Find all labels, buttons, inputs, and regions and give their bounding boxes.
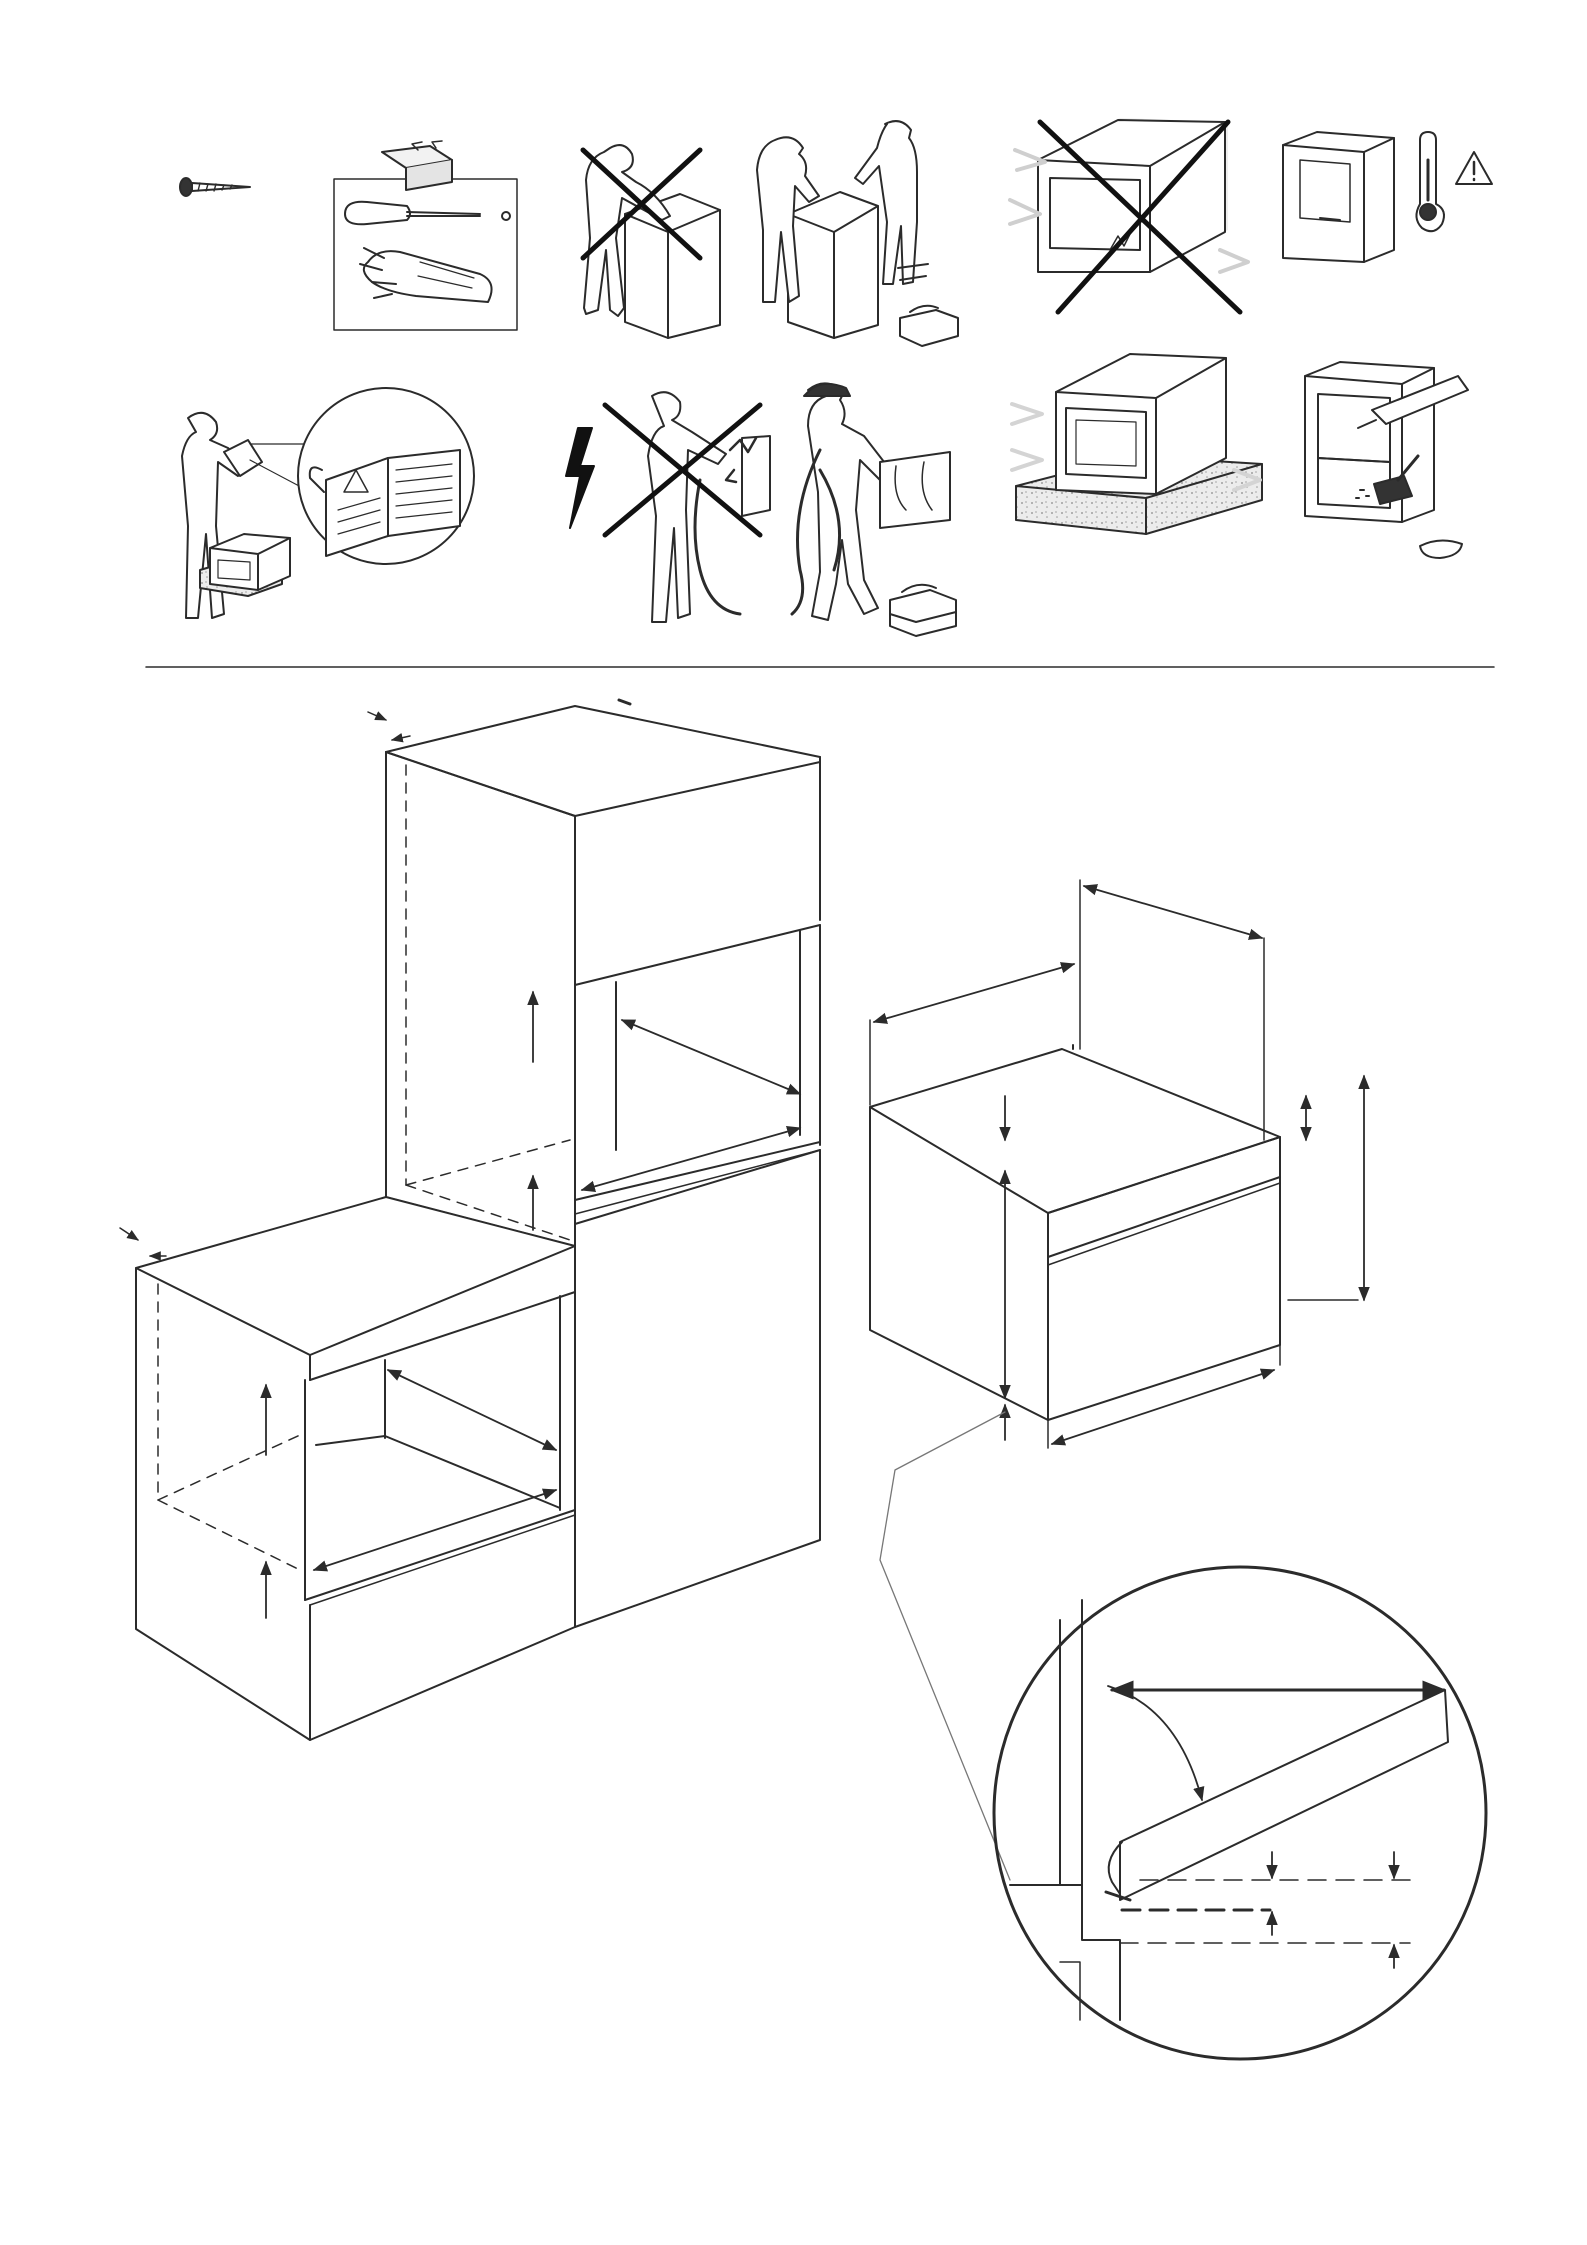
screw-icon — [180, 178, 250, 196]
manual-magnified-icon — [298, 388, 474, 564]
two-persons-lifting-icon — [757, 121, 958, 346]
dimension-arrow — [622, 1020, 800, 1094]
electrician-icon — [792, 383, 956, 636]
connector-icon — [382, 141, 452, 190]
thermometer-icon — [1416, 132, 1444, 231]
tools-panel — [334, 141, 517, 330]
gloves-icon — [360, 248, 492, 302]
door-detail-circle — [994, 1567, 1486, 2059]
screwdriver-icon — [345, 202, 510, 225]
dimension-arrow — [314, 1490, 556, 1570]
oven-on-protective-pad-icon — [1012, 354, 1262, 534]
dimension-arrow — [582, 1128, 800, 1190]
dimension-arrow — [392, 736, 410, 740]
person-electric-shock-icon — [648, 392, 770, 622]
toolbox-icon — [890, 585, 956, 636]
cabinet-icon — [1283, 132, 1394, 262]
detail-leader-line — [880, 1412, 1010, 1880]
lightning-icon — [566, 428, 594, 528]
dimension-arrow — [874, 964, 1074, 1022]
dimension-arrow — [1084, 886, 1262, 938]
tall-column-cabinet — [386, 700, 820, 1627]
toolbox-icon — [900, 306, 958, 346]
warning-triangle-icon — [1456, 152, 1492, 184]
base-cabinet — [136, 1197, 575, 1740]
dimension-arrow — [120, 1228, 138, 1240]
dimension-arrow — [388, 1370, 556, 1450]
oven-dimensions — [870, 880, 1280, 1420]
dimension-arrow — [368, 712, 386, 720]
